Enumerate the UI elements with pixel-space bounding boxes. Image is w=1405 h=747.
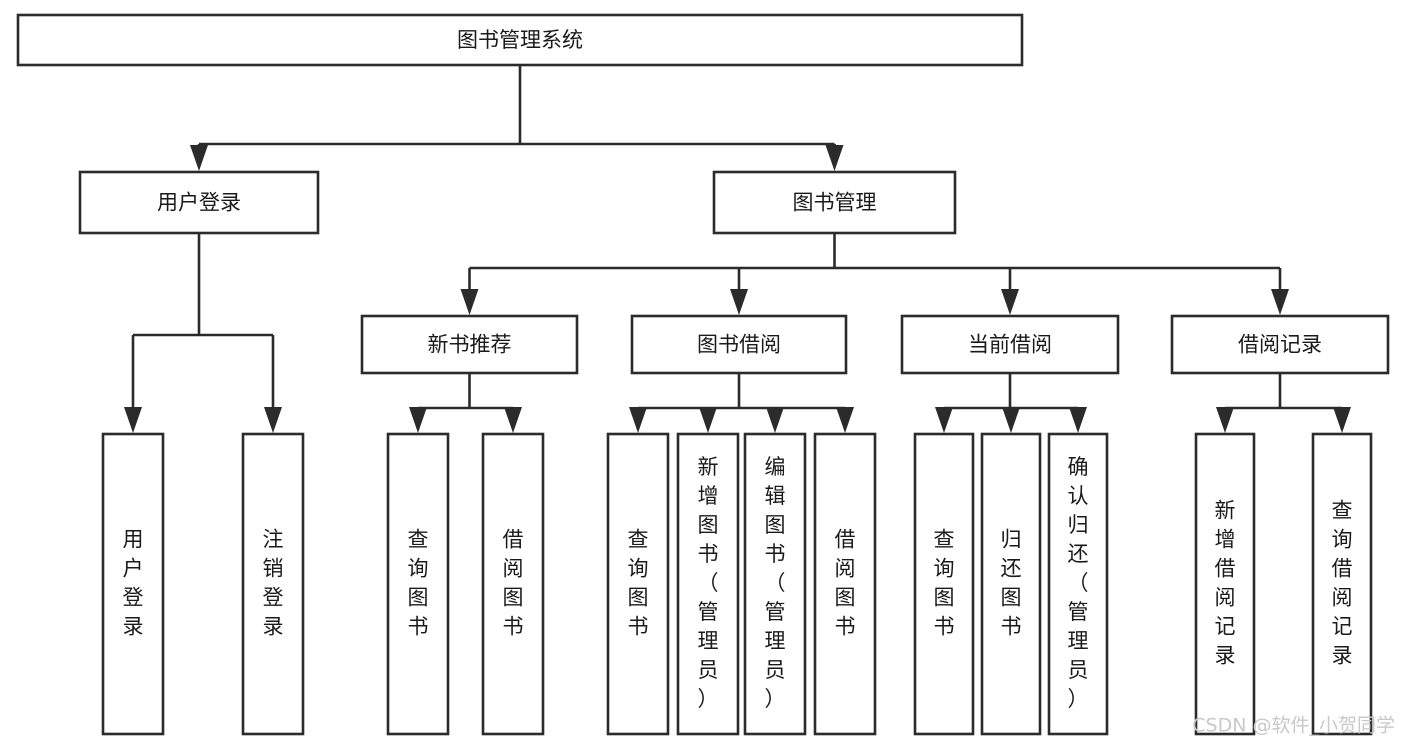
- node-leaf-query-book-borrow[interactable]: 查询图书: [606, 432, 670, 736]
- node-box-book-borrow[interactable]: [630, 314, 848, 375]
- connector-group-root: [190, 65, 844, 171]
- node-box-leaf-query-borrow-record[interactable]: [1311, 432, 1373, 736]
- node-label-current-borrow: 当前借阅: [968, 333, 1052, 357]
- node-box-leaf-confirm-return[interactable]: [1047, 432, 1109, 736]
- watermark-text: CSDN @软件_小贺同学: [1192, 715, 1395, 737]
- node-leaf-user-login[interactable]: 用户登录: [101, 432, 165, 736]
- connector-group-book-borrow: [629, 373, 854, 433]
- node-label-leaf-query-book-current: 查询图书: [934, 528, 955, 639]
- node-leaf-add-book[interactable]: 新增图书（管理员）: [676, 432, 740, 736]
- node-leaf-return-book[interactable]: 归还图书: [980, 432, 1042, 736]
- node-box-leaf-add-borrow-record[interactable]: [1194, 432, 1256, 736]
- node-leaf-edit-book[interactable]: 编辑图书（管理员）: [743, 432, 807, 736]
- node-box-new-book-recommend[interactable]: [360, 314, 579, 375]
- node-current-borrow[interactable]: 当前借阅: [900, 314, 1120, 375]
- connector-group-current-borrow: [935, 373, 1087, 433]
- node-box-leaf-add-book[interactable]: [676, 432, 740, 736]
- node-box-book-manage[interactable]: [712, 170, 957, 235]
- node-book-borrow[interactable]: 图书借阅: [630, 314, 848, 375]
- node-leaf-user-logout[interactable]: 注销登录: [241, 432, 305, 736]
- node-label-user-login: 用户登录: [157, 191, 241, 215]
- node-label-leaf-add-book: 新增图书（管理员）: [698, 455, 719, 711]
- node-box-leaf-user-login[interactable]: [101, 432, 165, 736]
- node-borrow-record[interactable]: 借阅记录: [1170, 314, 1390, 375]
- node-label-leaf-user-login: 用户登录: [123, 528, 144, 639]
- node-box-user-login[interactable]: [78, 170, 320, 235]
- node-label-leaf-confirm-return: 确认归还（管理员）: [1068, 455, 1089, 711]
- node-label-leaf-edit-book: 编辑图书（管理员）: [765, 455, 786, 711]
- node-box-root[interactable]: [16, 13, 1024, 67]
- node-box-leaf-query-book-recommend[interactable]: [386, 432, 450, 736]
- node-layer: 图书管理系统用户登录图书管理新书推荐图书借阅当前借阅借阅记录用户登录注销登录查询…: [16, 13, 1390, 736]
- node-label-leaf-query-borrow-record: 查询借阅记录: [1332, 499, 1353, 668]
- node-book-manage[interactable]: 图书管理: [712, 170, 957, 235]
- connector-group-new-book-recommend: [409, 373, 522, 433]
- node-leaf-borrow-book-recommend[interactable]: 借阅图书: [481, 432, 545, 736]
- node-box-current-borrow[interactable]: [900, 314, 1120, 375]
- node-label-leaf-query-book-recommend: 查询图书: [408, 528, 429, 639]
- node-box-leaf-return-book[interactable]: [980, 432, 1042, 736]
- node-label-leaf-borrow-book: 借阅图书: [835, 528, 856, 639]
- node-box-leaf-edit-book[interactable]: [743, 432, 807, 736]
- node-label-book-manage: 图书管理: [793, 191, 877, 215]
- node-new-book-recommend[interactable]: 新书推荐: [360, 314, 579, 375]
- node-leaf-query-book-recommend[interactable]: 查询图书: [386, 432, 450, 736]
- node-label-book-borrow: 图书借阅: [697, 333, 781, 357]
- node-leaf-query-book-current[interactable]: 查询图书: [913, 432, 975, 736]
- node-leaf-query-borrow-record[interactable]: 查询借阅记录: [1311, 432, 1373, 736]
- connector-layer: [124, 65, 1351, 433]
- node-box-borrow-record[interactable]: [1170, 314, 1390, 375]
- node-box-leaf-borrow-book[interactable]: [813, 432, 877, 736]
- node-user-login[interactable]: 用户登录: [78, 170, 320, 235]
- node-label-leaf-user-logout: 注销登录: [263, 528, 284, 639]
- node-label-leaf-borrow-book-recommend: 借阅图书: [503, 528, 524, 639]
- node-label-borrow-record: 借阅记录: [1238, 333, 1322, 357]
- node-label-leaf-return-book: 归还图书: [1001, 528, 1022, 639]
- node-box-leaf-query-book-borrow[interactable]: [606, 432, 670, 736]
- connector-group-book-manage: [460, 233, 1289, 315]
- node-leaf-borrow-book[interactable]: 借阅图书: [813, 432, 877, 736]
- node-label-leaf-query-book-borrow: 查询图书: [628, 528, 649, 639]
- node-root[interactable]: 图书管理系统: [16, 13, 1024, 67]
- node-box-leaf-query-book-current[interactable]: [913, 432, 975, 736]
- node-label-leaf-add-borrow-record: 新增借阅记录: [1215, 499, 1236, 668]
- node-leaf-add-borrow-record[interactable]: 新增借阅记录: [1194, 432, 1256, 736]
- connector-group-user-login: [124, 233, 282, 433]
- node-leaf-confirm-return[interactable]: 确认归还（管理员）: [1047, 432, 1109, 736]
- node-box-leaf-borrow-book-recommend[interactable]: [481, 432, 545, 736]
- connector-group-borrow-record: [1216, 373, 1351, 433]
- node-label-root: 图书管理系统: [457, 28, 583, 52]
- node-label-new-book-recommend: 新书推荐: [428, 333, 512, 357]
- node-box-leaf-user-logout[interactable]: [241, 432, 305, 736]
